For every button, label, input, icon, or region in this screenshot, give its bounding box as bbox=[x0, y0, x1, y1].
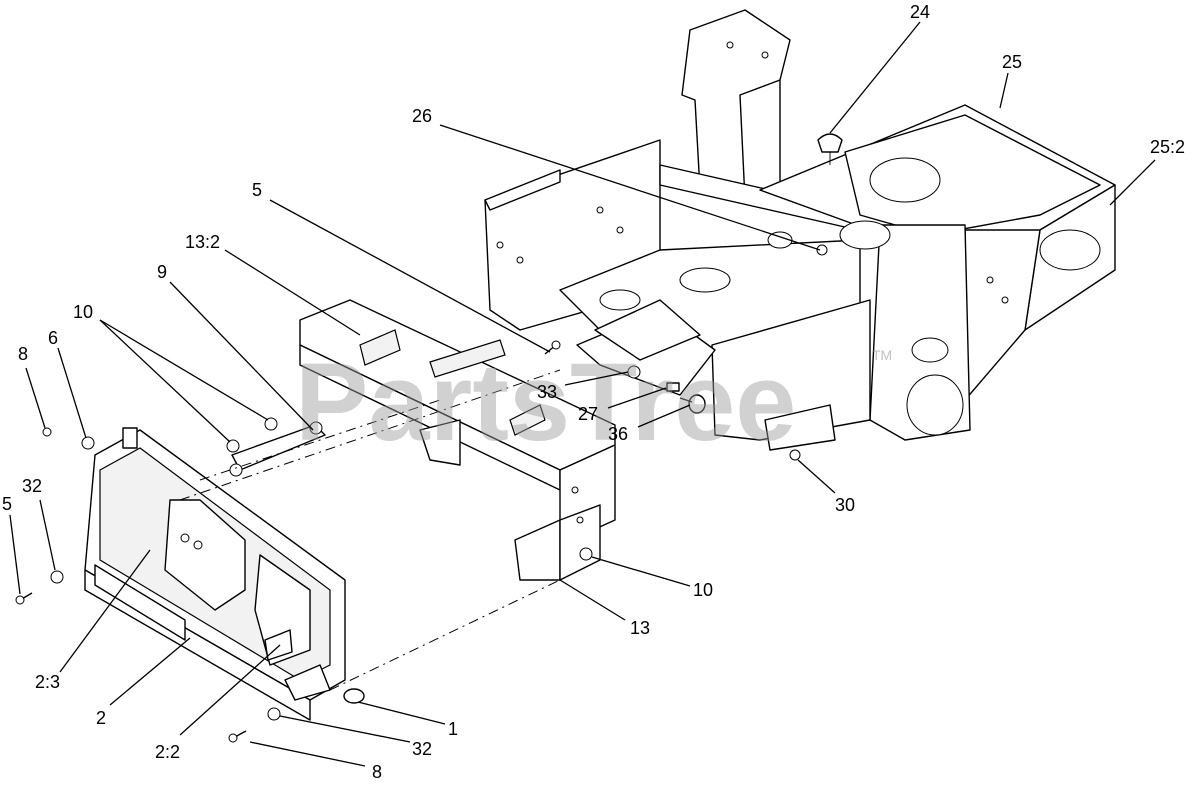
leader-lines bbox=[9, 21, 1156, 767]
leader-30 bbox=[797, 459, 836, 494]
leader-8-left bbox=[25, 367, 46, 429]
leader-2 bbox=[109, 637, 191, 706]
callout-27[interactable]: 27 bbox=[578, 404, 598, 424]
leader-10-left-a bbox=[99, 319, 269, 421]
leader-36 bbox=[637, 404, 691, 428]
callout-26[interactable]: 26 bbox=[412, 106, 432, 126]
leader-27 bbox=[607, 387, 667, 409]
main-frame bbox=[484, 9, 1116, 451]
callout-8-bottom[interactable]: 8 bbox=[372, 762, 382, 782]
leader-32-bottom bbox=[279, 715, 411, 743]
leader-24 bbox=[829, 21, 921, 134]
callout-10-left[interactable]: 10 bbox=[73, 302, 93, 322]
callout-2[interactable]: 2 bbox=[96, 708, 106, 728]
callout-30[interactable]: 30 bbox=[835, 495, 855, 515]
callout-13-2[interactable]: 13:2 bbox=[185, 232, 220, 252]
watermark-text: PartsTree bbox=[295, 341, 796, 464]
callout-32-left[interactable]: 32 bbox=[22, 476, 42, 496]
callout-5-left[interactable]: 5 bbox=[2, 494, 12, 514]
leader-26 bbox=[439, 124, 821, 251]
callout-13[interactable]: 13 bbox=[630, 618, 650, 638]
callout-33[interactable]: 33 bbox=[537, 382, 557, 402]
leader-32-left bbox=[39, 499, 56, 571]
leader-25 bbox=[999, 72, 1009, 109]
callout-32-bottom[interactable]: 32 bbox=[412, 739, 432, 759]
hinge-bracket bbox=[229, 421, 326, 477]
callout-10-right[interactable]: 10 bbox=[693, 580, 713, 600]
leader-2-2 bbox=[179, 644, 281, 736]
leader-8-bottom bbox=[249, 741, 366, 767]
leader-13 bbox=[559, 579, 626, 621]
foot-plate-bracket bbox=[576, 299, 716, 396]
callout-8-left[interactable]: 8 bbox=[18, 344, 28, 364]
leader-25-2 bbox=[1109, 159, 1156, 206]
leader-13-2 bbox=[224, 249, 361, 336]
leader-9 bbox=[169, 281, 314, 431]
leader-5-top bbox=[269, 199, 551, 353]
callout-25-2[interactable]: 25:2 bbox=[1150, 137, 1185, 157]
callout-24[interactable]: 24 bbox=[910, 2, 930, 22]
leader-33 bbox=[564, 371, 629, 386]
leader-10-right bbox=[591, 556, 691, 587]
callout-9[interactable]: 9 bbox=[157, 262, 167, 282]
assembly-centerlines bbox=[179, 369, 561, 691]
leader-10-left-b bbox=[99, 319, 231, 443]
control-panel bbox=[84, 427, 346, 721]
watermark-trademark: TM bbox=[872, 347, 892, 363]
callout-25[interactable]: 25 bbox=[1002, 52, 1022, 72]
callout-2-3[interactable]: 2:3 bbox=[35, 672, 60, 692]
callout-5-top[interactable]: 5 bbox=[252, 180, 262, 200]
hardware bbox=[15, 133, 843, 743]
callout-2-2[interactable]: 2:2 bbox=[155, 742, 180, 762]
callout-1[interactable]: 1 bbox=[448, 719, 458, 739]
leader-5-left bbox=[9, 514, 21, 595]
leader-6 bbox=[57, 347, 87, 439]
callout-6[interactable]: 6 bbox=[48, 328, 58, 348]
front-cross-member bbox=[299, 299, 616, 581]
callout-36[interactable]: 36 bbox=[608, 424, 628, 444]
callout-labels: 24 25 25:2 26 5 13:2 9 10 6 8 33 27 36 3… bbox=[2, 2, 1185, 782]
leader-1 bbox=[357, 701, 446, 725]
partstree-watermark: PartsTree TM bbox=[295, 341, 892, 464]
leader-2-3 bbox=[59, 549, 151, 673]
